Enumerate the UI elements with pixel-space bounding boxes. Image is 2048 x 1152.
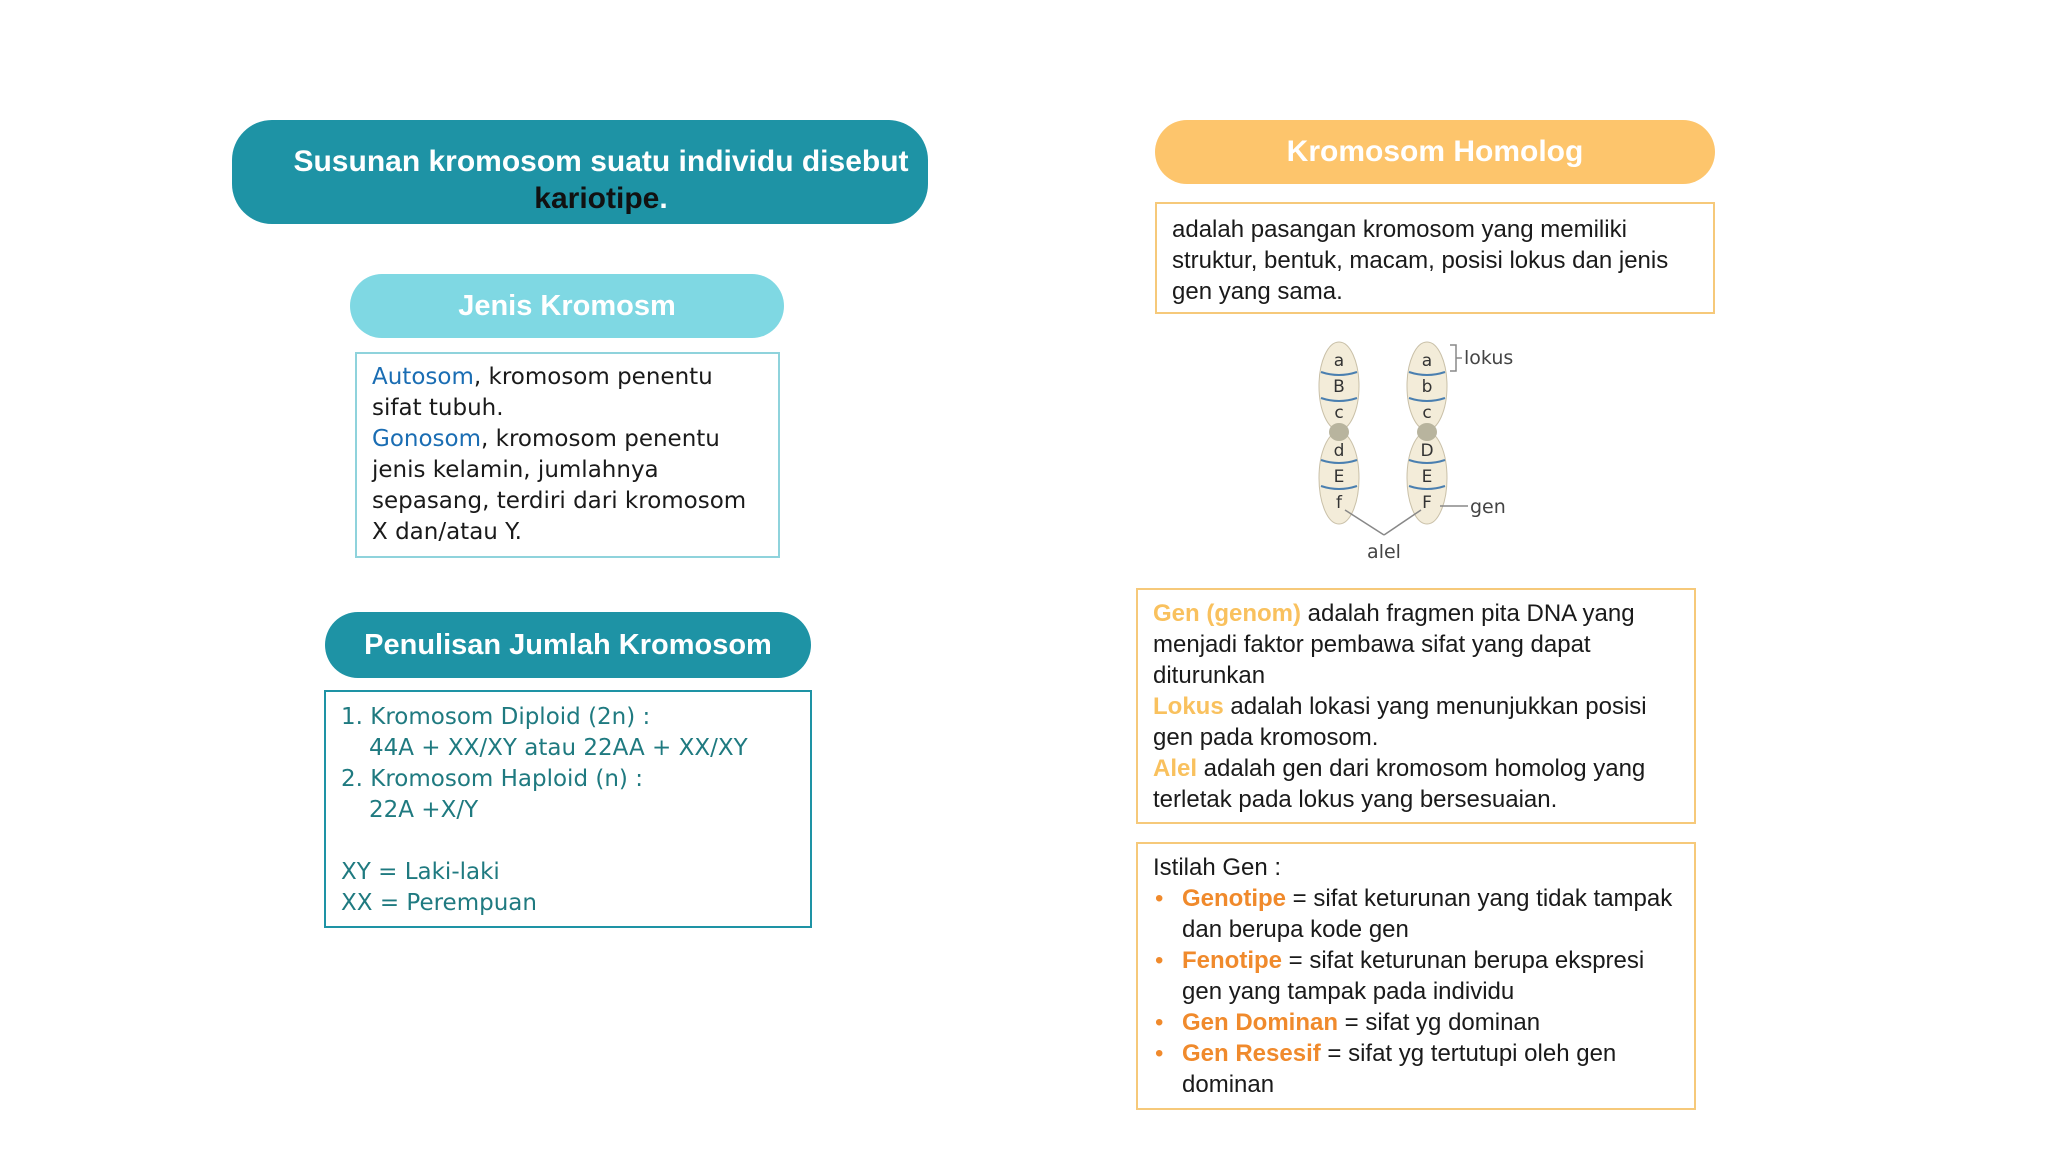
right-letter-3: c (1422, 403, 1431, 423)
istilah-title: Istilah Gen : (1153, 854, 1282, 881)
genotipe-term: Genotipe (1182, 885, 1287, 912)
homolog-chromosome-diagram: a B c d E f a b c D E F lokus gen alel (1300, 338, 1550, 570)
homolog-definition: adalah pasangan kromosom yang memiliki s… (1172, 216, 1669, 305)
left-letter-1: a (1334, 351, 1344, 371)
lokus-desc: adalah lokasi yang menunjukkan posisi ge… (1153, 693, 1647, 751)
haploid-label: 2. Kromosom Haploid (n) : (341, 766, 643, 792)
left-letter-4: d (1334, 441, 1345, 461)
left-letter-2: B (1333, 377, 1345, 397)
homolog-definition-box: adalah pasangan kromosom yang memiliki s… (1155, 202, 1715, 314)
penulisan-box: 1. Kromosom Diploid (2n) : 44A + XX/XY a… (324, 690, 812, 928)
gen-resesif-desc: = sifat yg tertutupi oleh gen dominan (1182, 1040, 1617, 1098)
right-letter-4: D (1420, 441, 1433, 461)
lokus-term: Lokus (1153, 693, 1224, 720)
kariotipe-keyword: kariotipe (534, 182, 660, 215)
left-letter-5: E (1334, 467, 1345, 487)
gen-dominan-desc: = sifat yg dominan (1338, 1009, 1541, 1036)
fenotipe-desc: = sifat keturunan berupa ekspresi gen ya… (1182, 947, 1645, 1005)
gen-dominan-term: Gen Dominan (1182, 1009, 1339, 1036)
jenis-kromosom-header: Jenis Kromosm (350, 274, 784, 338)
gen-term: Gen (genom) (1153, 600, 1301, 627)
label-gen: gen (1470, 496, 1506, 518)
alel-term: Alel (1153, 755, 1198, 782)
label-alel: alel (1367, 541, 1401, 563)
gen-lokus-alel-box: Gen (genom) adalah fragmen pita DNA yang… (1136, 588, 1696, 824)
left-letter-6: f (1336, 493, 1343, 513)
istilah-list: Genotipe = sifat keturunan yang tidak ta… (1153, 883, 1679, 1100)
fenotipe-term: Fenotipe (1182, 947, 1282, 974)
xy-line: XY = Laki-laki (341, 859, 500, 885)
jenis-kromosom-box: Autosom, kromosom penentu sifat tubuh. G… (355, 352, 780, 558)
left-letter-3: c (1334, 403, 1343, 423)
kromosom-homolog-header: Kromosom Homolog (1155, 120, 1715, 184)
autosom-term: Autosom (372, 364, 474, 390)
right-letter-2: b (1422, 377, 1433, 397)
list-item: Gen Dominan = sifat yg dominan (1153, 1007, 1679, 1038)
gen-desc: adalah fragmen pita DNA yang menjadi fak… (1153, 600, 1635, 689)
label-lokus: lokus (1464, 347, 1513, 369)
right-centromere (1417, 423, 1437, 441)
gonosom-desc: , kromosom penentu jenis kelamin, jumlah… (372, 426, 747, 545)
left-centromere (1329, 423, 1349, 441)
right-letter-1: a (1422, 351, 1432, 371)
alel-desc: adalah gen dari kromosom homolog yang te… (1153, 755, 1646, 813)
list-item: Genotipe = sifat keturunan yang tidak ta… (1153, 883, 1679, 945)
haploid-formula: 22A +X/Y (369, 797, 479, 823)
right-letter-6: F (1422, 493, 1432, 513)
gonosom-term: Gonosom (372, 426, 482, 452)
diploid-formula: 44A + XX/XY atau 22AA + XX/XY (369, 735, 748, 761)
banner-text: Susunan kromosom suatu individu disebut (293, 145, 909, 178)
autosom-desc: , kromosom penentu sifat tubuh. (372, 364, 713, 421)
banner-period: . (659, 182, 668, 215)
penulisan-header: Penulisan Jumlah Kromosom (325, 612, 811, 678)
right-letter-5: E (1422, 467, 1433, 487)
xx-line: XX = Perempuan (341, 890, 537, 916)
kariotipe-banner: Susunan kromosom suatu individu disebut … (232, 120, 928, 224)
list-item: Fenotipe = sifat keturunan berupa ekspre… (1153, 945, 1679, 1007)
diploid-label: 1. Kromosom Diploid (2n) : (341, 704, 651, 730)
list-item: Gen Resesif = sifat yg tertutupi oleh ge… (1153, 1038, 1679, 1100)
gen-resesif-term: Gen Resesif (1182, 1040, 1321, 1067)
lokus-bracket (1450, 344, 1462, 372)
istilah-gen-box: Istilah Gen : Genotipe = sifat keturunan… (1136, 842, 1696, 1110)
genotipe-desc: = sifat keturunan yang tidak tampak dan … (1182, 885, 1673, 943)
